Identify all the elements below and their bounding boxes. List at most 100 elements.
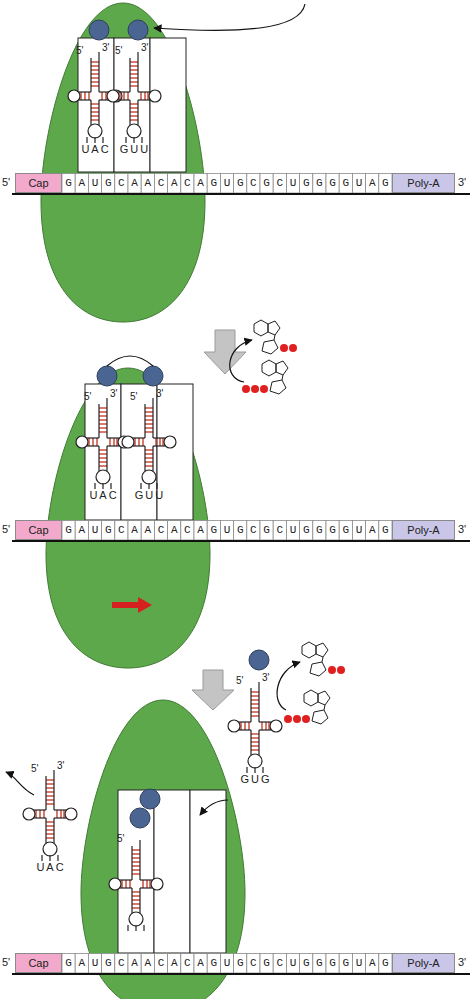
base-pair [130, 107, 138, 108]
entry-arrow [200, 800, 228, 815]
base-pair [60, 810, 61, 818]
anticodon: GUG [229, 773, 283, 785]
amino-acid [128, 20, 148, 40]
base-pair [145, 419, 153, 420]
trna-strand [131, 846, 132, 880]
base-pair [130, 81, 138, 82]
three-prime-label: 3' [156, 388, 163, 399]
base-pair [130, 77, 138, 78]
base-pair [99, 453, 107, 454]
base-pair [46, 833, 54, 834]
base-pair [132, 861, 140, 862]
trna-loop [164, 436, 176, 448]
base-pair [144, 92, 145, 100]
base-pair [99, 457, 107, 458]
trna-strand [139, 888, 140, 913]
base-pair [251, 695, 259, 696]
base-pair [251, 737, 259, 738]
anticodon-base [127, 925, 128, 931]
base-pair [99, 431, 107, 432]
codon-sequence: GAUGCAACACAGUGCGCUGGGGUAG [62, 520, 395, 540]
anticodon-base [140, 483, 141, 489]
three-prime-label: 3' [57, 760, 64, 771]
anticodon: UAC [24, 861, 78, 873]
trna-strand [90, 58, 91, 92]
trna-strand [239, 721, 251, 722]
base-pair [99, 427, 107, 428]
anticodon-base [141, 137, 142, 143]
base-pair [91, 119, 99, 120]
base-pair [145, 423, 153, 424]
base-pair [46, 787, 54, 788]
base-pair [251, 711, 259, 712]
three-prime-label: 3' [458, 523, 466, 535]
anticodon-base [135, 925, 136, 931]
trna-strand [258, 730, 259, 755]
anticodon-base [156, 483, 157, 489]
base-pair [91, 111, 99, 112]
base-pair [99, 465, 107, 466]
trna-strand [118, 99, 130, 100]
base-pair [132, 853, 140, 854]
base-pair [145, 457, 153, 458]
trna-strand [129, 58, 130, 92]
base-pair [39, 810, 40, 818]
codon-sequence: GAUGCAACACAGUGCGCUGGGGUAG [62, 173, 395, 193]
base-pair [132, 873, 140, 874]
base-pair [251, 745, 259, 746]
amino-acid [89, 20, 109, 40]
trna-strand [140, 887, 152, 888]
five-prime-label: 5' [84, 391, 91, 402]
mrna-strand: 5'GAUGCAACACAGUGCGCUGGGGUAG3'CapPoly-A [0, 520, 473, 542]
site-box [118, 790, 154, 953]
trna-strand [131, 888, 132, 913]
trna-strand [87, 445, 99, 446]
trna-loop [142, 470, 156, 484]
tail-label: Cap [16, 521, 61, 539]
phosphate [337, 666, 345, 674]
base-pair [46, 821, 54, 822]
base-pair [251, 691, 259, 692]
trna-strand [79, 99, 91, 100]
base-pair [99, 407, 107, 408]
trna-strand [139, 840, 140, 880]
anticodon-base [133, 137, 134, 143]
trna-loop [96, 470, 110, 484]
mrna-backbone [12, 540, 470, 542]
anticodon-base [110, 483, 111, 489]
base-pair [46, 795, 54, 796]
gdp-molecule [254, 320, 280, 354]
base-pair [146, 880, 147, 888]
tail-label: Cap [16, 954, 61, 972]
five-prime-label: 5' [2, 176, 10, 188]
trna-loop [129, 912, 143, 926]
base-pair [130, 115, 138, 116]
base-pair [145, 431, 153, 432]
base-pair [132, 907, 140, 908]
base-pair [251, 741, 259, 742]
anticodon-base [49, 855, 50, 861]
trna-strand [98, 100, 99, 125]
base-pair [251, 733, 259, 734]
anticodon-base [41, 855, 42, 861]
mrna-backbone [12, 193, 470, 195]
base-pair [132, 869, 140, 870]
anticodon-base [94, 483, 95, 489]
base-pair [101, 92, 102, 100]
base-pair [132, 849, 140, 850]
poly-a-box: Poly-A [392, 520, 455, 540]
trna-strand [98, 446, 99, 471]
trna-loop [270, 720, 282, 732]
trna-strand [107, 445, 119, 446]
anticodon-base [57, 855, 58, 861]
trna-molecule: 5'3'GUU [123, 388, 175, 513]
base-pair [251, 749, 259, 750]
base-pair [99, 461, 107, 462]
base-pair [129, 880, 130, 888]
base-pair [92, 438, 93, 446]
base-pair [138, 438, 139, 446]
trna-molecule: 5'3'UAC [24, 760, 76, 885]
phosphate [284, 715, 292, 723]
trna-loop [68, 90, 80, 102]
